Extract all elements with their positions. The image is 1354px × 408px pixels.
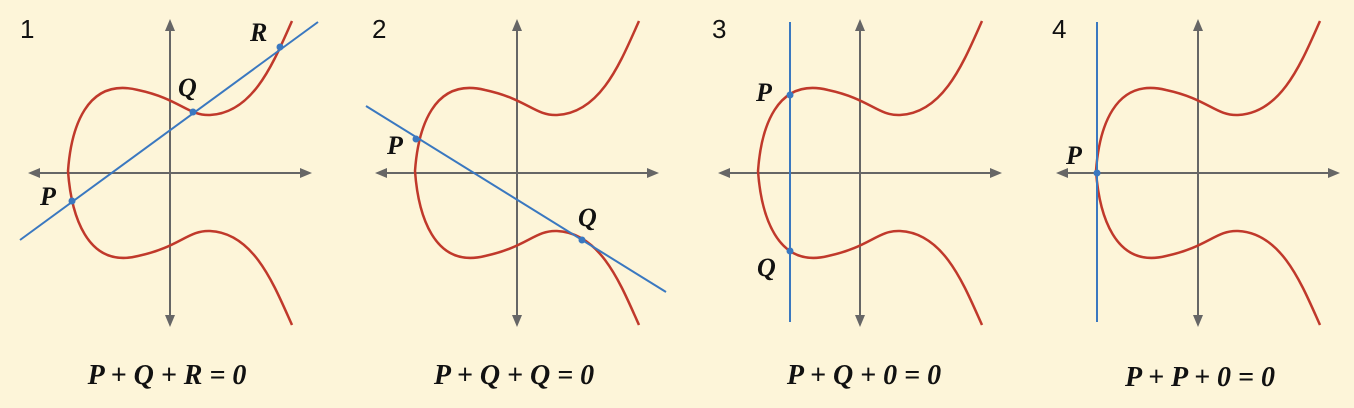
secant-line [19,21,319,241]
point-label-p: P [755,78,773,107]
point-label-p: P [39,182,57,211]
point-q-dot [786,247,794,255]
point-q-dot [578,236,586,244]
point-label-q: Q [178,73,197,102]
panel-number: 3 [712,14,726,44]
point-p-dot [1093,169,1101,177]
point-p-dot [786,91,794,99]
point-label-q: Q [757,253,776,282]
point-r-dot [276,43,284,51]
point-p-dot [68,197,76,205]
point-q-dot [189,108,197,116]
point-label-q: Q [578,203,597,232]
equation: P + Q + R = 0 [87,360,247,391]
panel-3: 3 P Q P + Q + 0 = 0 [712,14,1003,391]
panel-1: 1 P Q R P + Q + R = 0 [19,14,319,391]
point-label-p: P [386,131,404,160]
equation: P + Q + Q = 0 [433,360,594,391]
equation: P + P + 0 = 0 [1124,362,1275,393]
panel-number: 4 [1052,14,1066,44]
coordinate-axes [374,18,660,328]
point-label-r: R [249,18,267,47]
coordinate-axes [27,18,313,328]
panel-number: 2 [372,14,386,44]
equation: P + Q + 0 = 0 [786,360,941,391]
panel-4: 4 P P + P + 0 = 0 [1052,14,1341,393]
panel-number: 1 [20,14,34,44]
point-p-dot [412,135,420,143]
panel-2: 2 P Q P + Q + Q = 0 [365,14,667,391]
point-label-p: P [1065,141,1083,170]
